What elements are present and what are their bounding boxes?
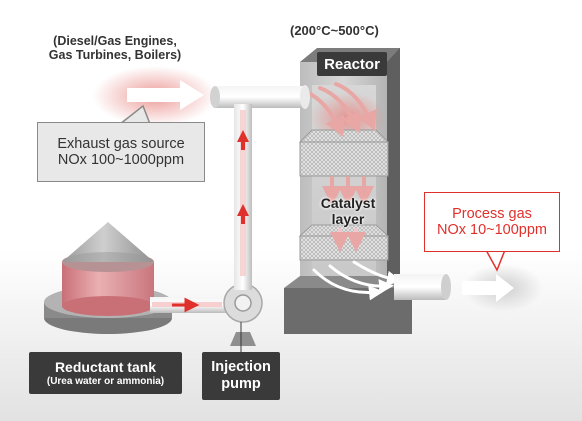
tank-line2: (Urea water or ammonia): [46, 376, 165, 387]
injection-pump: [223, 276, 263, 346]
exhaust-line2: NOx 100~1000ppm: [57, 152, 185, 168]
catalyst-line1: Catalyst: [320, 195, 376, 211]
process-line1: Process gas: [452, 206, 532, 222]
exhaust-source-callout: Exhaust gas source NOx 100~1000ppm: [37, 122, 205, 182]
reactor-label: Reactor: [317, 52, 387, 76]
process-line2: NOx 10~100ppm: [436, 222, 548, 238]
exhaust-inlet-arrow: [127, 80, 204, 110]
catalyst-layer-label: Catalyst layer: [318, 195, 378, 227]
reductant-feed-pipe: [150, 297, 226, 313]
exhaust-pipe: [210, 85, 310, 294]
reductant-tank: [44, 222, 172, 334]
injection-pump-label: Injection pump: [202, 352, 280, 400]
temperature-range: (200°C~500°C): [290, 23, 379, 38]
reductant-tank-label: Reductant tank (Urea water or ammonia): [29, 352, 182, 394]
sources-line1: (Diesel/Gas Engines,: [53, 34, 177, 48]
outlet-pipe: [394, 274, 451, 300]
pump-line1: Injection: [211, 359, 271, 376]
outlet-arrow: [462, 274, 514, 302]
tank-line1: Reductant tank: [54, 359, 157, 375]
reactor-exit-arrows: [312, 260, 402, 301]
exhaust-line1: Exhaust gas source: [57, 136, 185, 152]
process-gas-callout: Process gas NOx 10~100ppm: [424, 192, 560, 252]
pump-line2: pump: [221, 376, 261, 392]
exhaust-sources-note: (Diesel/Gas Engines, Gas Turbines, Boile…: [40, 34, 190, 63]
catalyst-line2: layer: [331, 211, 365, 228]
sources-line2: Gas Turbines, Boilers): [48, 48, 182, 63]
